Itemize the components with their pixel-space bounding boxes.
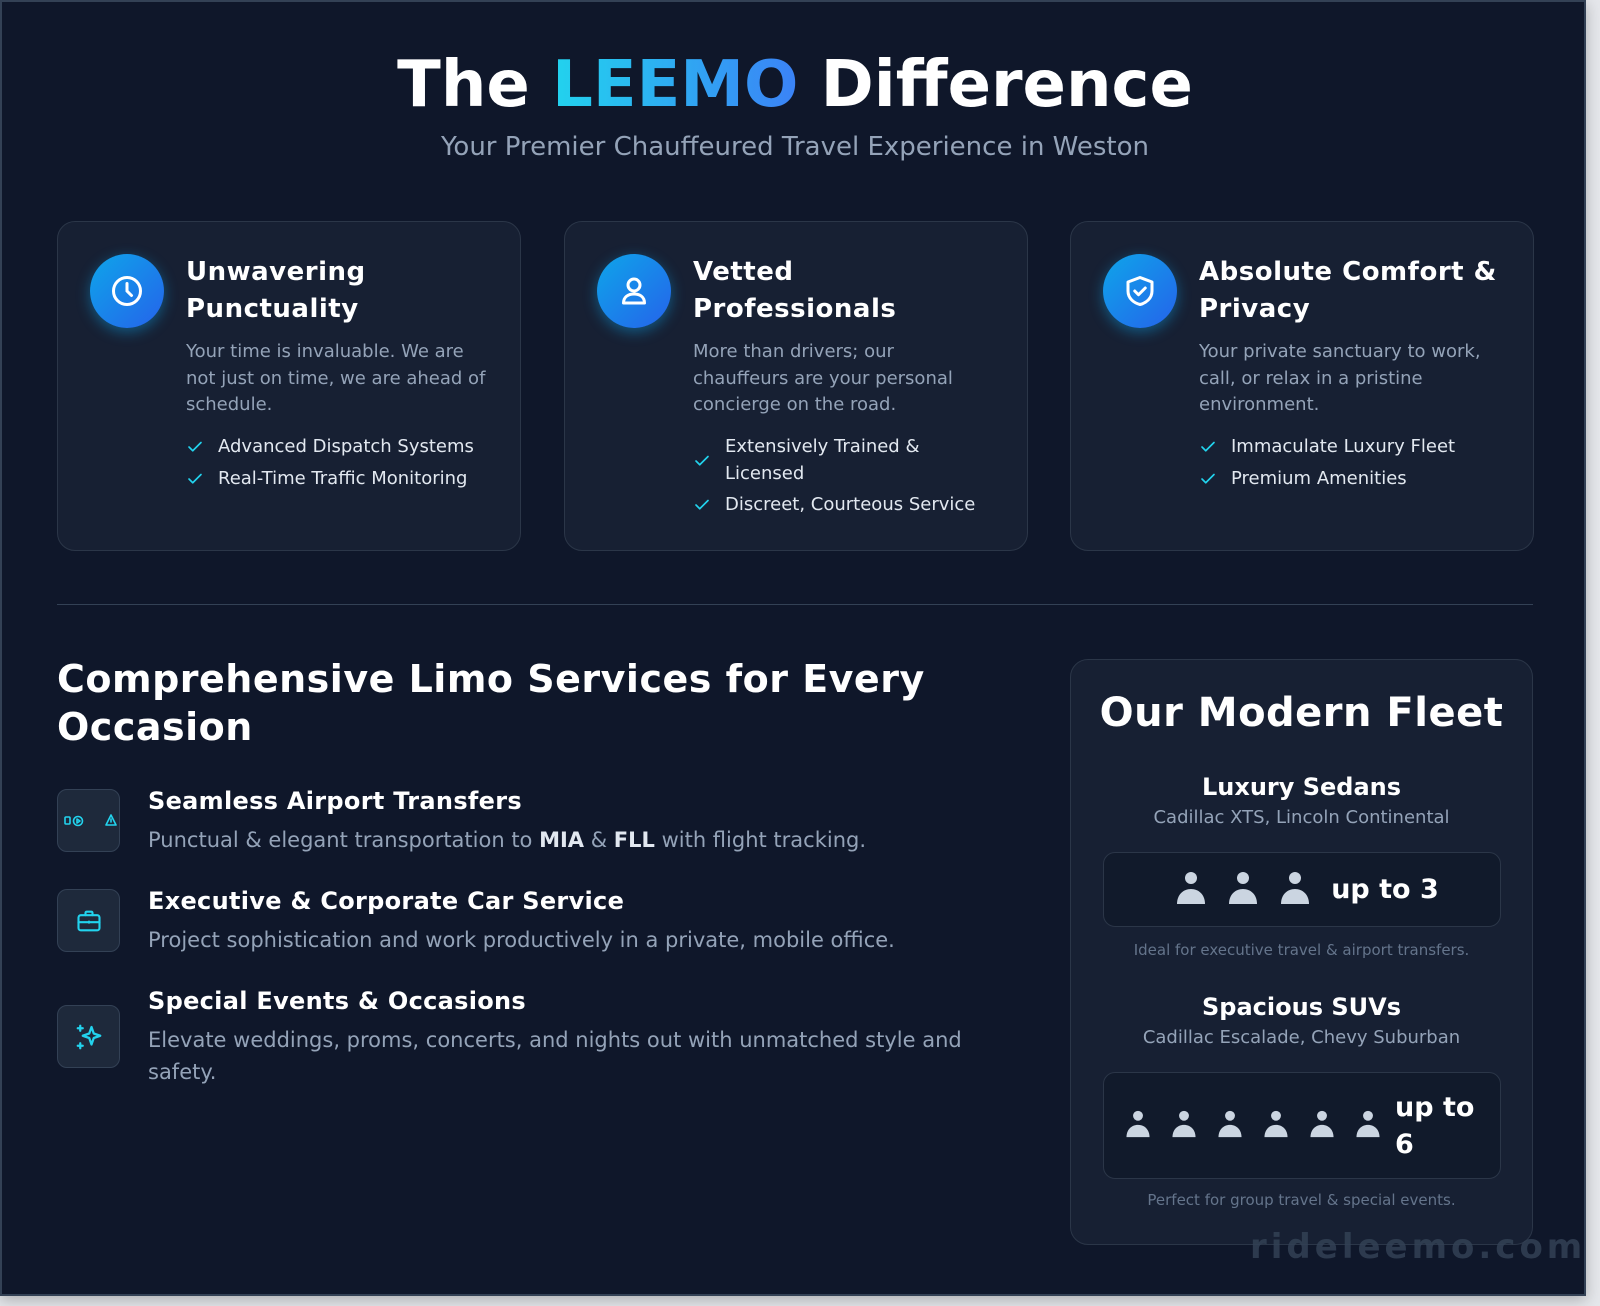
passenger-icon [1124,1110,1152,1142]
passenger-icon [1216,1110,1244,1142]
passenger-icon [1175,871,1207,909]
service-name: Seamless Airport Transfers [148,787,522,815]
title-prefix: The [397,48,553,122]
passenger-icon [1308,1110,1336,1142]
airport-icon [57,789,120,852]
text-segment: Punctual & elegant transportation to [148,828,540,852]
feature-card-professionals: Vetted Professionals More than drivers; … [564,221,1028,551]
service-name: Executive & Corporate Car Service [148,887,625,915]
text-segment: & [584,828,614,852]
checklist-item: Extensively Trained & Licensed [693,434,953,487]
service-description: Project sophistication and work producti… [148,928,895,952]
vehicle-note: Perfect for group travel & special event… [1147,1191,1456,1209]
feature-card-punctuality: Unwavering Punctuality Your time is inva… [57,221,521,551]
checklist-item: Immaculate Luxury Fleet [1199,434,1509,461]
checklist-item: Real-Time Traffic Monitoring [186,466,496,493]
checklist-label: Immaculate Luxury Fleet [1231,436,1456,457]
checklist-label: Extensively Trained & Licensed [725,436,920,484]
feature-title: Vetted Professionals [693,257,897,324]
check-icon [693,452,715,470]
passenger-icon [1227,871,1259,909]
check-icon [693,496,715,514]
checklist-item: Premium Amenities [1199,466,1509,493]
vehicle-name: Luxury Sedans [1201,773,1402,801]
services-heading: Comprehensive Limo Services for Every Oc… [57,657,925,749]
airport-code-mia: MIA [539,828,585,852]
service-name: Special Events & Occasions [148,987,526,1015]
capacity-box: up to 6 [1103,1072,1501,1179]
feature-description: More than drivers; our chauffeurs are yo… [693,341,953,415]
feature-description: Your time is invaluable. We are not just… [186,341,486,415]
section-divider [57,604,1533,605]
fleet-title: Our Modern Fleet [1099,690,1504,736]
page-subtitle: Your Premier Chauffeured Travel Experien… [440,132,1149,162]
capacity-box: up to 3 [1103,852,1501,927]
checklist-item: Discreet, Courteous Service [693,492,1003,519]
brand-name: LEEMO [552,48,799,122]
vehicle-note: Ideal for executive travel & airport tra… [1133,941,1470,959]
checklist-label: Real-Time Traffic Monitoring [218,467,468,489]
service-description: Elevate weddings, proms, concerts, and n… [148,1028,962,1084]
check-icon [186,438,208,456]
capacity-label: up to 6 [1395,1091,1475,1160]
passenger-icon [1279,871,1311,909]
feature-checklist: Immaculate Luxury Fleet Premium Amenitie… [1199,434,1509,497]
check-icon [1199,438,1221,456]
passenger-icon [1170,1110,1198,1142]
feature-title: Absolute Comfort & Privacy [1199,257,1497,324]
sparkles-icon [57,1005,120,1068]
feature-card-comfort: Absolute Comfort & Privacy Your private … [1070,221,1534,551]
checklist-label: Discreet, Courteous Service [725,494,976,515]
user-icon [597,254,671,328]
feature-checklist: Extensively Trained & Licensed Discreet,… [693,434,1003,524]
check-icon [1199,470,1221,488]
passenger-icon [1354,1110,1382,1142]
feature-checklist: Advanced Dispatch Systems Real-Time Traf… [186,434,496,497]
title-suffix: Difference [798,48,1193,122]
passenger-icon [1262,1110,1290,1142]
feature-description: Your private sanctuary to work, call, or… [1199,341,1481,415]
vehicle-name: Spacious SUVs [1202,993,1401,1021]
feature-title: Unwavering Punctuality [186,257,366,324]
text-segment: with flight tracking. [654,828,867,852]
checklist-label: Advanced Dispatch Systems [218,436,474,457]
shield-check-icon [1103,254,1177,328]
watermark: rideleemo.com [1250,1227,1587,1267]
airport-code-fll: FLL [613,828,655,852]
page-title: The LEEMO Difference [2,48,1588,122]
clock-icon [90,254,164,328]
checklist-label: Premium Amenities [1231,467,1407,489]
vehicle-models: Cadillac Escalade, Chevy Suburban [1142,1027,1461,1048]
capacity-label: up to 3 [1331,874,1439,905]
vehicle-models: Cadillac XTS, Lincoln Continental [1153,807,1450,828]
briefcase-icon [57,889,120,952]
service-description: Punctual & elegant transportation to MIA… [148,824,978,856]
checklist-item: Advanced Dispatch Systems [186,434,496,461]
fleet-card: Our Modern Fleet Luxury Sedans Cadillac … [1070,659,1533,1245]
check-icon [186,470,208,488]
